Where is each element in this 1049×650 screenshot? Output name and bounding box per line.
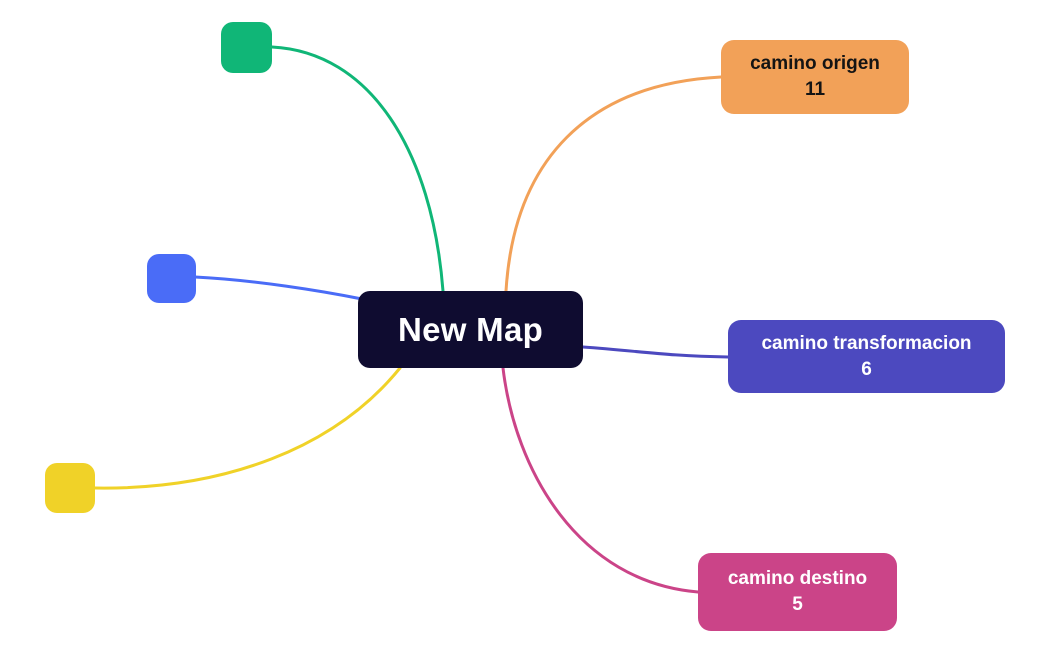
branch-title: camino transformacion — [761, 332, 972, 354]
connector-green-branch — [270, 45, 445, 293]
branch-node-destino[interactable]: camino destino 5 — [698, 553, 897, 631]
branch-title: camino destino — [727, 568, 868, 589]
branch-node-empty-green[interactable] — [221, 22, 272, 73]
branch-count: 11 — [804, 79, 826, 100]
root-node[interactable]: New Map — [358, 291, 583, 368]
branch-count: 6 — [861, 358, 872, 380]
connector-transformacion — [581, 345, 730, 359]
branch-node-empty-yellow[interactable] — [45, 463, 95, 513]
connector-origen — [504, 75, 723, 293]
branch-node-origen[interactable]: camino origen 11 — [721, 40, 909, 114]
root-node-label: New Map — [397, 310, 544, 348]
branch-title: camino origen — [750, 53, 880, 74]
branch-count: 5 — [792, 594, 803, 615]
branch-node-empty-blue[interactable] — [147, 254, 196, 303]
branch-node-transformacion[interactable]: camino transformacion 6 — [728, 320, 1005, 393]
connector-blue-branch — [193, 275, 364, 301]
connector-destino — [501, 366, 700, 594]
connector-yellow-branch — [93, 366, 402, 490]
